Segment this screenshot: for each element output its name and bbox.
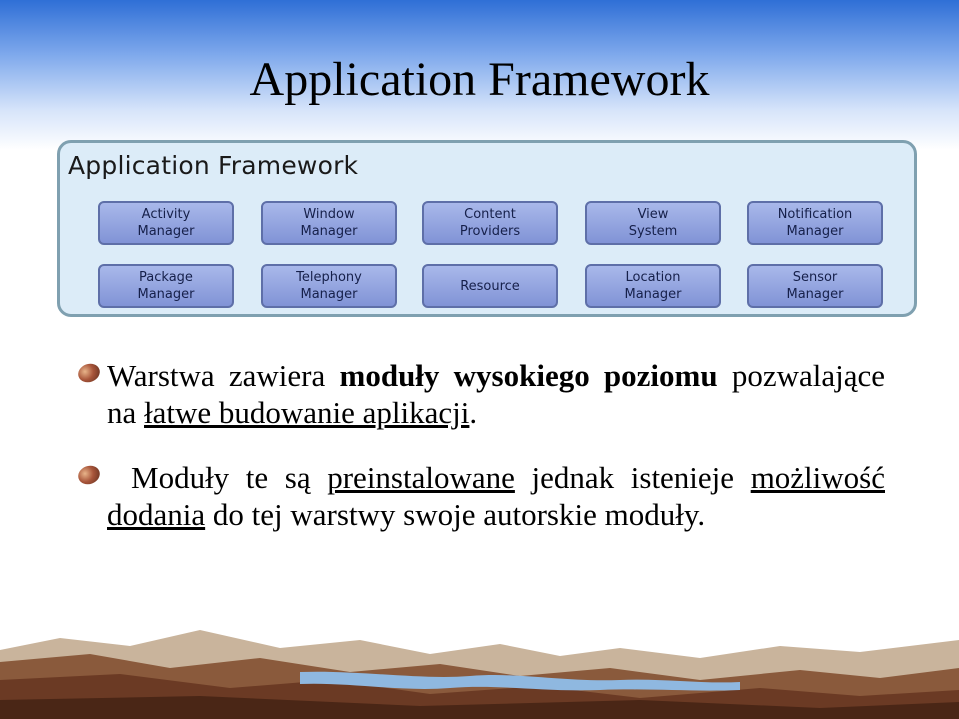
text-segment: Warstwa zawiera bbox=[107, 358, 340, 393]
module-content-providers: Content Providers bbox=[422, 201, 558, 245]
text-segment: . bbox=[469, 395, 478, 430]
landscape-decoration bbox=[0, 630, 959, 719]
module-activity-manager: Activity Manager bbox=[98, 201, 234, 245]
underlined-text: dodania bbox=[107, 497, 206, 532]
module-grid: Activity Manager Window Manager Content … bbox=[98, 201, 888, 309]
module-window-manager: Window Manager bbox=[261, 201, 397, 245]
module-telephony-manager: Telephony Manager bbox=[261, 264, 397, 308]
text-segment: jednak istenieje bbox=[514, 460, 751, 495]
text-segment: pozwalające na bbox=[107, 358, 885, 430]
bold-text: moduły wysokiego poziomu bbox=[339, 358, 718, 393]
bullet-icon bbox=[75, 462, 103, 488]
module-view-system: View System bbox=[585, 201, 721, 245]
underlined-text: możliwość bbox=[750, 460, 885, 495]
module-location-manager: Location Manager bbox=[585, 264, 721, 308]
bullet-icon bbox=[75, 360, 103, 386]
text-segment: do tej warstwy swoje autorskie moduły. bbox=[205, 497, 706, 532]
underlined-text: preinstalowane bbox=[327, 460, 515, 495]
bullet-text-1: Warstwa zawiera moduły wysokiego poziomu… bbox=[107, 357, 885, 431]
underlined-text: łatwe budowanie aplikacji bbox=[144, 395, 470, 430]
module-sensor-manager: Sensor Manager bbox=[747, 264, 883, 308]
module-resource: Resource bbox=[422, 264, 558, 308]
module-notification-manager: Notification Manager bbox=[747, 201, 883, 245]
framework-diagram-panel: Application Framework Activity Manager W… bbox=[57, 140, 917, 317]
slide-title: Application Framework bbox=[249, 53, 710, 106]
bullet-text-2: Moduły te są preinstalowane jednak isten… bbox=[107, 459, 885, 533]
module-package-manager: Package Manager bbox=[98, 264, 234, 308]
diagram-title: Application Framework bbox=[68, 151, 359, 180]
text-segment: Moduły te są bbox=[131, 460, 328, 495]
